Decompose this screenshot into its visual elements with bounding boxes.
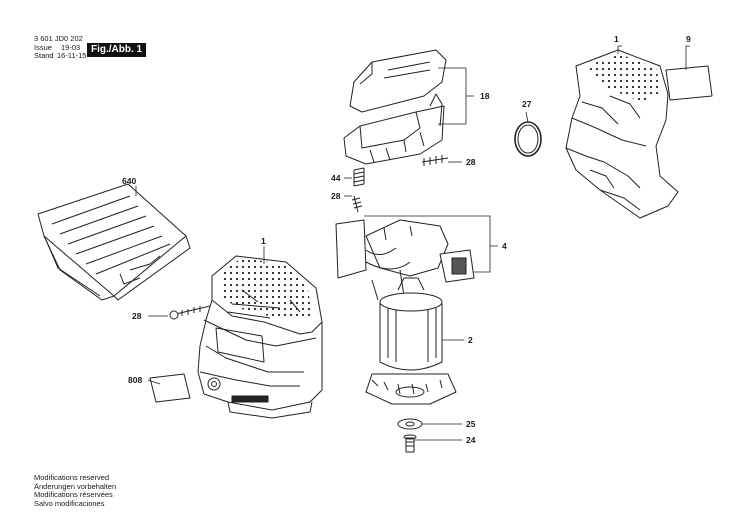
o-ring-27 [514,121,542,157]
callout-25: 25 [466,419,476,429]
callout-2: 2 [468,335,473,345]
callout-28-left: 28 [132,311,142,321]
callout-1-right: 1 [614,34,619,44]
electronics-module-4 [335,219,475,301]
issue-value: 19-03 [61,43,81,52]
callout-18: 18 [480,91,490,101]
screw-24 [403,434,417,453]
label-plate-808 [149,373,191,403]
callout-27: 27 [522,99,532,109]
footer-notes: Modifications reserved Änderungen vorbeh… [34,473,117,509]
figure-label: Fig./Abb. 1 [87,43,147,57]
footer-line-es: Salvo modificaciones [34,499,105,509]
main-housing-left [197,255,323,419]
label-9 [665,65,713,101]
dust-box-640 [37,183,191,301]
callout-4: 4 [502,241,507,251]
housing-shell-right [565,49,679,219]
screw-28-upper [421,155,449,166]
washer-25 [397,418,423,430]
callout-640: 640 [122,176,137,186]
footer-line-fr: Modifications réservées [34,490,113,500]
callout-28-mid: 28 [331,191,341,201]
callout-808: 808 [128,375,143,385]
issue-label: Issue [34,43,52,52]
callout-28-upper: 28 [466,157,476,167]
stand-value: 16-11-15 [57,51,87,60]
callout-1-left: 1 [261,236,266,246]
callout-9: 9 [686,34,691,44]
footer-line-en: Modifications reserved [34,473,110,482]
leader-lines [135,45,690,441]
doc-number: 3 601 JD0 202 [34,34,83,43]
callout-44: 44 [331,173,341,183]
handle-cover-18 [343,49,447,165]
screw-28-mid [351,195,363,213]
motor-2 [365,277,457,405]
footer-line-de: Änderungen vorbehalten [34,481,117,491]
stand-label: Stand [34,51,54,60]
spring-44 [353,167,365,187]
screw-28-left [169,305,211,320]
callout-24: 24 [466,435,476,445]
